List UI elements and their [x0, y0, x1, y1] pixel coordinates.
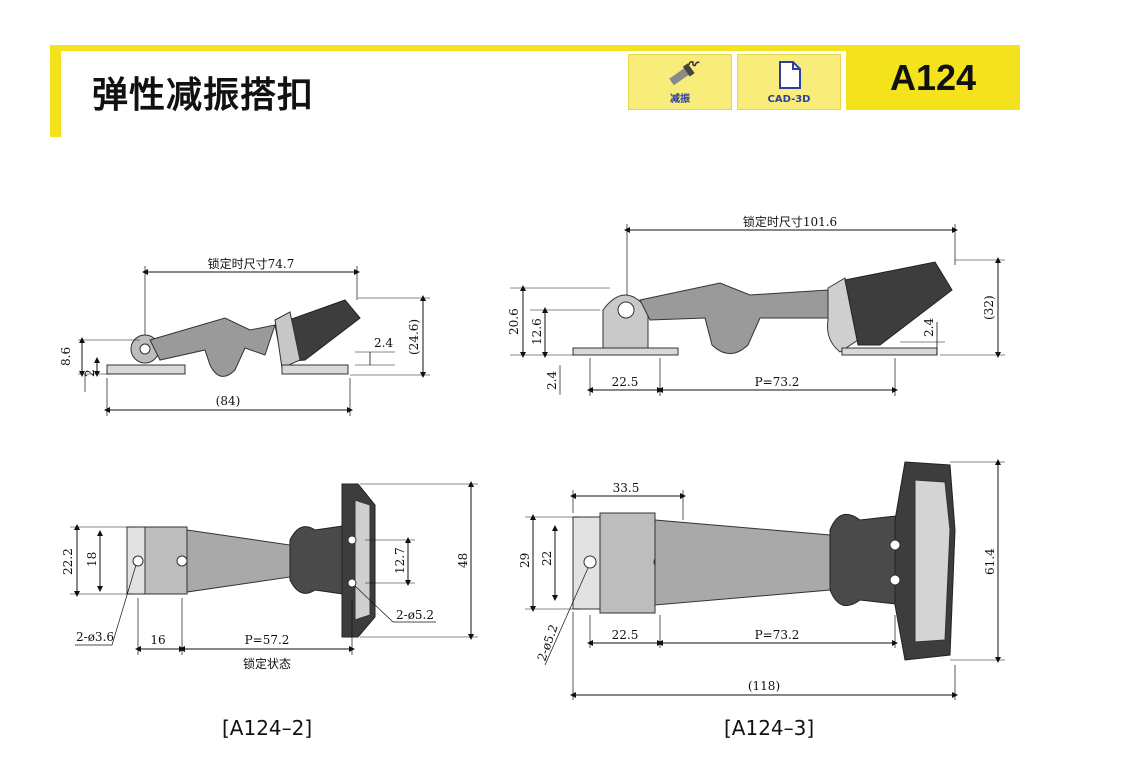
a124-2-caption: [A124–2] — [222, 716, 313, 740]
a124-3-plan-view: 33.5 29 22 2-ø5.2 22.5 P=73.2 61.4 (118) — [518, 459, 1005, 700]
a124-3-dim-61-4: 61.4 — [983, 548, 997, 575]
a124-3-dim-22-5-bottom: 22.5 — [612, 628, 639, 642]
a124-3-dim-22-5-top: 22.5 — [612, 375, 639, 389]
a124-2-dim-22-2: 22.2 — [61, 548, 75, 575]
a124-2-dim-16: 16 — [150, 633, 165, 647]
a124-2-hole-2-d5-2: 2-ø5.2 — [396, 608, 434, 622]
a124-3-dim-20-6: 20.6 — [507, 308, 521, 335]
a124-3-caption: [A124–3] — [724, 716, 815, 740]
spring-screw-icon — [669, 61, 700, 86]
a124-3-dim-2-4-right: 2.4 — [922, 318, 936, 337]
a124-3-dim-2-4-left: 2.4 — [545, 371, 559, 390]
a124-3-dim-12-6: 12.6 — [530, 318, 544, 345]
header-accent-left — [50, 45, 61, 137]
a124-3-lock-size-dim: 锁定时尺寸101.6 — [743, 214, 837, 229]
a124-2-plan-view: 22.2 18 12.7 48 2-ø3.6 16 P=57.2 2-ø5.2 … — [61, 481, 478, 671]
a124-2-dim-48: 48 — [456, 553, 470, 568]
a124-2-dim-2-4: 2.4 — [374, 336, 393, 350]
a124-3-hole-2-d5-2: 2-ø5.2 — [535, 623, 561, 663]
damping-badge-label: 减振 — [670, 94, 690, 105]
a124-2-pitch-57-2: P=57.2 — [245, 633, 290, 647]
a124-2-height-2: 2 — [83, 369, 97, 377]
a124-3-pitch-73-2-top: P=73.2 — [755, 375, 800, 389]
product-code: A124 — [889, 57, 977, 98]
a124-3-dim-22: 22 — [540, 551, 554, 566]
a124-2-lock-state: 锁定状态 — [243, 656, 291, 671]
a124-2-total-84: (84) — [216, 394, 241, 408]
a124-2-dim-12-7: 12.7 — [393, 547, 407, 574]
a124-2-side-view: 锁定时尺寸74.7 8.6 2 2.4 (24.6) (84) — [59, 256, 430, 416]
a124-3-side-view: 锁定时尺寸101.6 20.6 12.6 2.4 22.5 P=73.2 2.4… — [507, 214, 1005, 396]
a124-3-dim-33-5: 33.5 — [613, 481, 640, 495]
a124-2-dim-18: 18 — [85, 552, 99, 567]
page-title: 弹性减振搭扣 — [92, 75, 315, 116]
a124-2-dim-24-6: (24.6) — [407, 319, 421, 355]
header-accent-top — [50, 45, 1020, 51]
a124-2-hole-2-d3-6: 2-ø3.6 — [76, 630, 114, 644]
a124-3-dim-32: (32) — [982, 295, 996, 320]
a124-2-height-8-6: 8.6 — [59, 347, 73, 366]
a124-3-pitch-73-2-bottom: P=73.2 — [755, 628, 800, 642]
document-icon — [779, 61, 801, 89]
a124-3-dim-29: 29 — [518, 553, 532, 568]
a124-2-lock-size-dim: 锁定时尺寸74.7 — [208, 256, 295, 271]
product-code-box: A124 — [846, 51, 1020, 110]
a124-3-total-118: (118) — [748, 679, 780, 693]
cad-3d-badge[interactable]: CAD-3D — [737, 54, 841, 110]
damping-badge[interactable]: 减振 — [628, 54, 732, 110]
cad-3d-badge-label: CAD-3D — [767, 94, 811, 105]
